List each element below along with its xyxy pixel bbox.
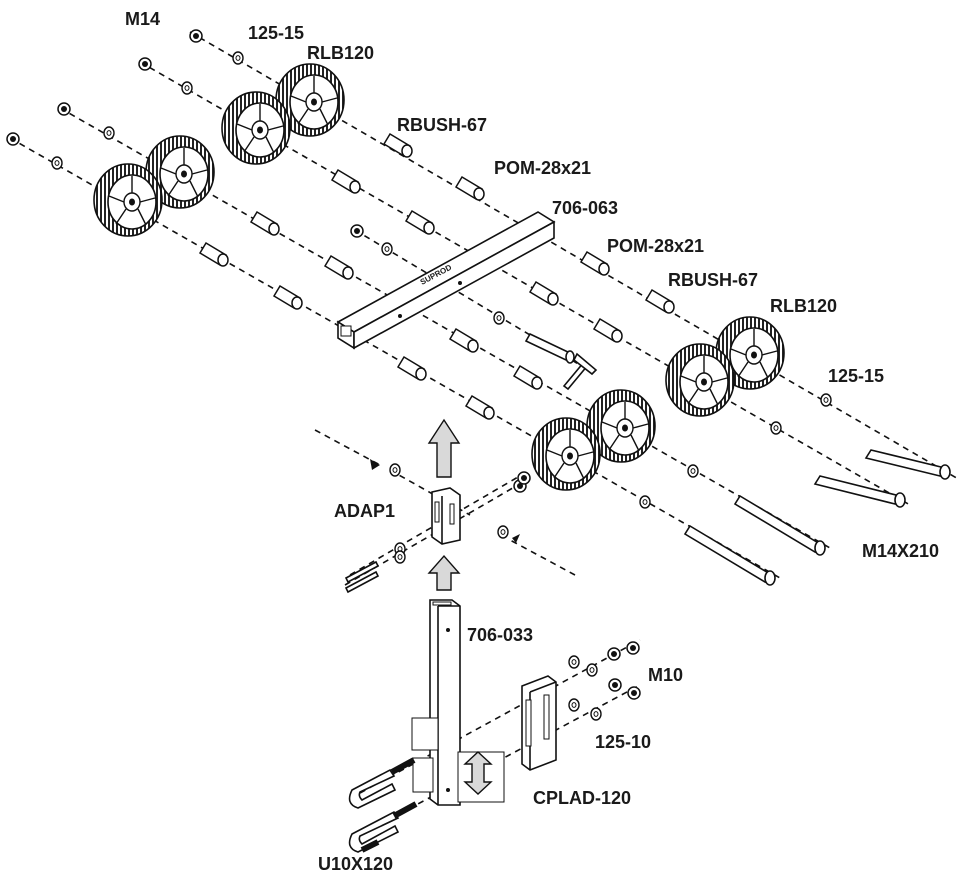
up-arrow-icon [427,418,461,591]
u-bolts-u10x120 [348,757,418,853]
label-cplad-120: CPLAD-120 [533,788,631,808]
label-125-15-right: 125-15 [828,366,884,386]
label-rlb120-right: RLB120 [770,296,837,316]
label-pom-top: POM-28x21 [494,158,591,178]
m10-nuts [607,641,641,700]
label-u10x120: U10X120 [318,854,393,874]
beam-706-063: SUPROD [336,211,556,350]
label-pom-mid: POM-28x21 [607,236,704,256]
label-m10: M10 [648,665,683,685]
label-125-10: 125-10 [595,732,651,752]
hammer-icon [562,352,598,391]
adapter-adap1 [431,487,461,545]
label-125-15-top: 125-15 [248,23,304,43]
label-rbush-67-top: RBUSH-67 [397,115,487,135]
label-beam-706-063: 706-063 [552,198,618,218]
washers-125-10 [568,655,602,721]
double-arrow-icon [463,751,493,795]
bolts-m14x210 [524,332,951,586]
clamp-plate-cplad-120 [521,675,557,771]
side-arrows [370,459,520,543]
post-706-033 [411,599,505,806]
label-rbush-67-mid: RBUSH-67 [668,270,758,290]
label-rlb120-top: RLB120 [307,43,374,63]
label-m14x210: M14X210 [862,541,939,561]
label-m14: M14 [125,9,160,29]
label-post-706-033: 706-033 [467,625,533,645]
adapter-bolts [344,471,531,594]
label-adap1: ADAP1 [334,501,395,521]
